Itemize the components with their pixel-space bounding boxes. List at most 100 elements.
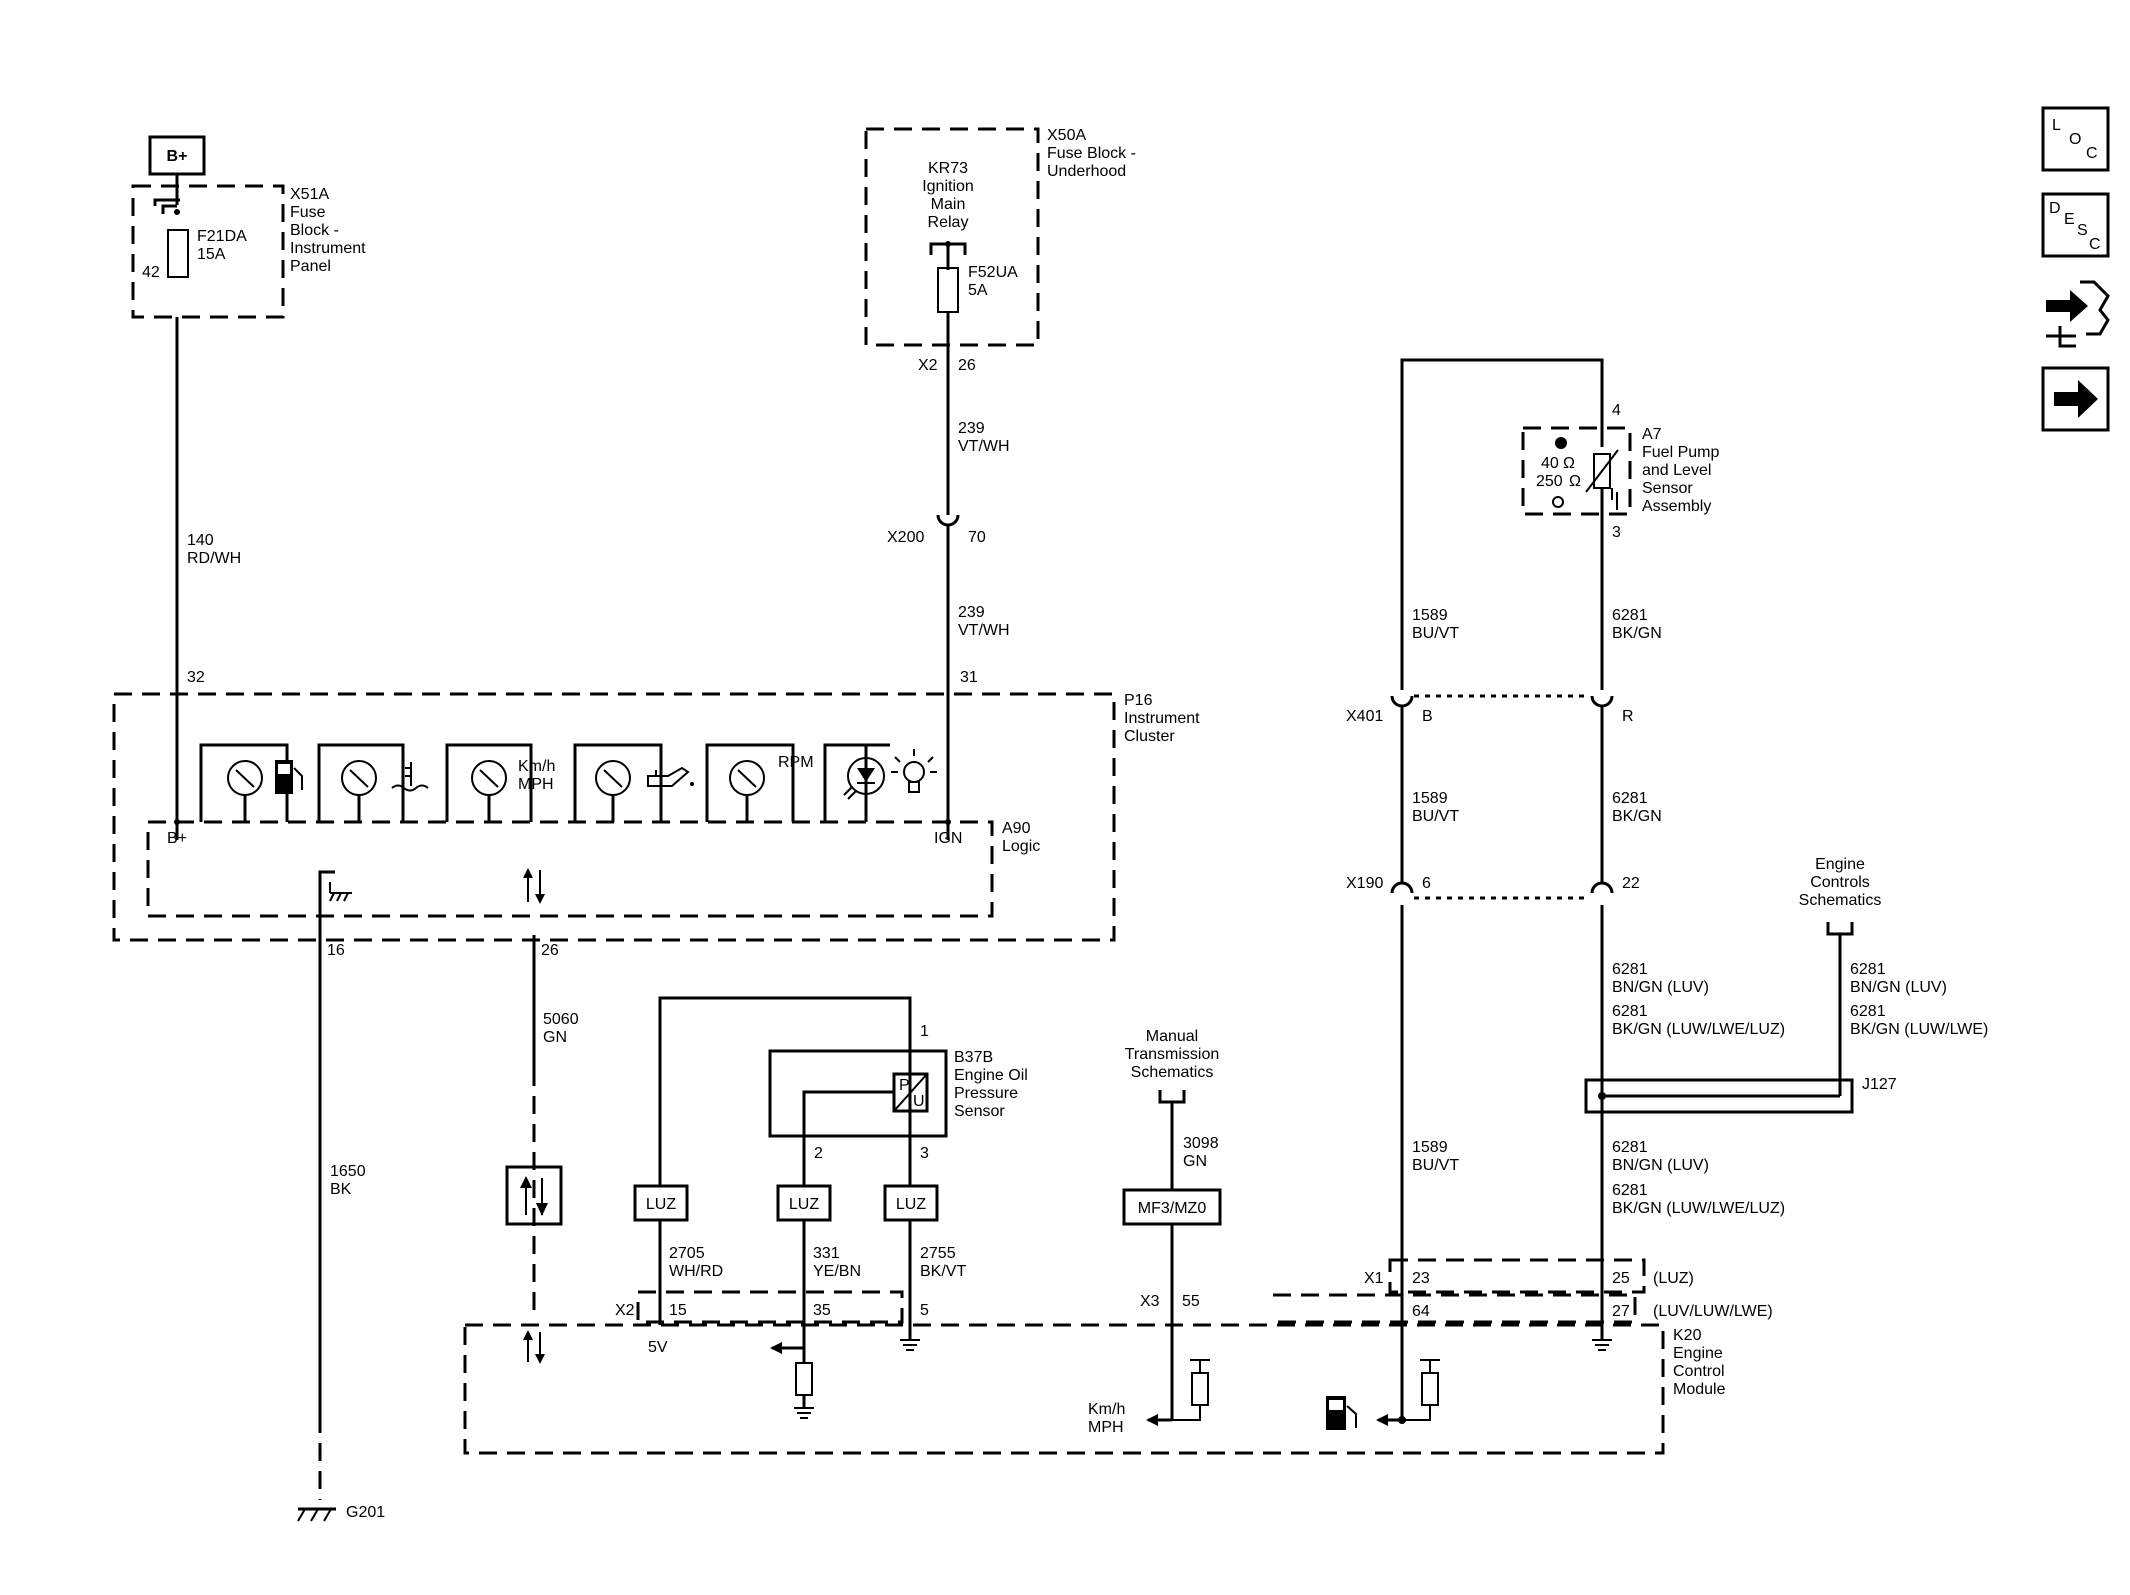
svg-text:Cluster: Cluster <box>1124 728 1175 745</box>
oil-can-icon <box>647 766 694 787</box>
svg-text:RD/WH: RD/WH <box>187 550 241 567</box>
svg-text:G201: G201 <box>346 1504 385 1521</box>
svg-text:Engine Oil: Engine Oil <box>954 1067 1028 1084</box>
svg-text:L: L <box>2052 117 2061 134</box>
svg-text:MPH: MPH <box>518 776 554 793</box>
svg-text:1589: 1589 <box>1412 1139 1448 1156</box>
svg-text:Schematics: Schematics <box>1799 892 1882 909</box>
svg-text:Block -: Block - <box>290 222 339 239</box>
svg-text:1650: 1650 <box>330 1163 366 1180</box>
svg-text:P16: P16 <box>1124 692 1153 709</box>
svg-text:331: 331 <box>813 1245 840 1262</box>
svg-text:LUZ: LUZ <box>789 1196 819 1213</box>
svg-text:42: 42 <box>142 264 160 281</box>
svg-text:2: 2 <box>814 1145 823 1162</box>
svg-text:6: 6 <box>1422 875 1431 892</box>
location-icon[interactable]: L O C <box>2041 106 2110 172</box>
svg-text:239: 239 <box>958 604 985 621</box>
svg-text:6281: 6281 <box>1612 607 1648 624</box>
svg-text:E: E <box>2064 211 2075 228</box>
svg-text:25: 25 <box>1612 1270 1630 1287</box>
a7-fuel-pump-sensor: 4 40 Ω 250 Ω 3 A7 Fuel Pump and Level Se… <box>1400 358 1719 690</box>
svg-text:23: 23 <box>1412 1270 1430 1287</box>
svg-text:R: R <box>1622 708 1634 725</box>
description-icon[interactable]: D E S C <box>2041 192 2110 258</box>
svg-text:Relay: Relay <box>928 214 969 231</box>
ground-symbol-icon <box>329 882 352 902</box>
svg-text:KR73: KR73 <box>928 160 968 177</box>
connector-tool-icon[interactable] <box>2046 280 2110 348</box>
svg-text:X51A: X51A <box>290 186 329 203</box>
j127-splice: J127 <box>1584 1076 1897 1114</box>
svg-text:Fuel Pump: Fuel Pump <box>1642 444 1719 461</box>
svg-text:C: C <box>2086 145 2098 162</box>
svg-text:2755: 2755 <box>920 1245 956 1262</box>
svg-text:BK: BK <box>330 1181 352 1198</box>
svg-text:BU/VT: BU/VT <box>1412 1157 1459 1174</box>
svg-text:(LUV/LUW/LWE): (LUV/LUW/LWE) <box>1653 1303 1773 1320</box>
svg-text:S: S <box>2077 222 2088 239</box>
svg-text:LUZ: LUZ <box>896 1196 926 1213</box>
battery-b-plus: B+ <box>148 135 206 176</box>
svg-text:VT/WH: VT/WH <box>958 622 1010 639</box>
svg-text:O: O <box>2069 131 2081 148</box>
svg-text:Main: Main <box>931 196 966 213</box>
svg-text:D: D <box>2049 200 2061 217</box>
fuel-gauge-icon <box>275 760 303 794</box>
svg-text:F21DA: F21DA <box>197 228 247 245</box>
svg-text:Instrument: Instrument <box>1124 710 1200 727</box>
svg-text:5060: 5060 <box>543 1011 579 1028</box>
k20-ground-icon-1 <box>794 1407 814 1419</box>
svg-text:Fuse Block -: Fuse Block - <box>1047 145 1136 162</box>
svg-text:J127: J127 <box>1862 1076 1897 1093</box>
svg-text:3: 3 <box>1612 524 1621 541</box>
svg-text:6281: 6281 <box>1850 961 1886 978</box>
data-arrows-icon <box>523 868 545 904</box>
svg-text:1: 1 <box>920 1023 929 1040</box>
svg-text:239: 239 <box>958 420 985 437</box>
svg-text:X190: X190 <box>1346 875 1383 892</box>
k20-ground-icon-2 <box>900 1325 920 1351</box>
svg-text:70: 70 <box>968 529 986 546</box>
svg-text:4: 4 <box>1612 402 1621 419</box>
svg-text:1589: 1589 <box>1412 790 1448 807</box>
svg-text:B+: B+ <box>167 148 188 165</box>
luz-box-3: LUZ <box>883 1184 939 1222</box>
svg-text:6281: 6281 <box>1612 790 1648 807</box>
svg-text:5V: 5V <box>648 1339 668 1356</box>
svg-text:RPM: RPM <box>778 754 814 771</box>
svg-text:Ω: Ω <box>1563 455 1575 472</box>
svg-text:VT/WH: VT/WH <box>958 438 1010 455</box>
svg-text:Sensor: Sensor <box>1642 480 1693 497</box>
luz-box-2: LUZ <box>776 1184 832 1222</box>
svg-text:Module: Module <box>1673 1381 1726 1398</box>
svg-text:X2: X2 <box>918 357 938 374</box>
svg-text:A7: A7 <box>1642 426 1662 443</box>
svg-text:250: 250 <box>1536 473 1563 490</box>
svg-text:5A: 5A <box>968 282 988 299</box>
svg-text:X3: X3 <box>1140 1293 1160 1310</box>
g201-ground: G201 <box>297 1504 385 1522</box>
svg-text:15A: 15A <box>197 246 226 263</box>
svg-text:K20: K20 <box>1673 1327 1702 1344</box>
svg-text:Engine: Engine <box>1815 856 1865 873</box>
data-link-symbol <box>505 1165 563 1226</box>
x51a-fuse-block: F21DA 15A 42 X51A Fuse Block - Instrumen… <box>131 184 366 319</box>
svg-text:Pressure: Pressure <box>954 1085 1018 1102</box>
svg-text:B37B: B37B <box>954 1049 993 1066</box>
svg-text:Transmission: Transmission <box>1125 1046 1220 1063</box>
next-arrow-icon[interactable] <box>2041 366 2110 432</box>
svg-text:16: 16 <box>327 942 345 959</box>
svg-text:140: 140 <box>187 532 214 549</box>
svg-text:40: 40 <box>1541 455 1559 472</box>
svg-text:22: 22 <box>1622 875 1640 892</box>
svg-text:U: U <box>913 1093 925 1110</box>
svg-text:X1: X1 <box>1364 1270 1384 1287</box>
p16-instrument-cluster: 32 31 P16 Instrument Cluster A90 Logic B… <box>112 669 1200 959</box>
svg-text:2705: 2705 <box>669 1245 705 1262</box>
fuel-level-icon <box>1326 1396 1357 1430</box>
svg-text:Controls: Controls <box>1810 874 1870 891</box>
b37b-oil-pressure-sensor: 1 P U 2 3 B37B Engine Oil Pressure Senso… <box>658 996 1028 1186</box>
svg-text:GN: GN <box>543 1029 567 1046</box>
svg-text:1589: 1589 <box>1412 607 1448 624</box>
